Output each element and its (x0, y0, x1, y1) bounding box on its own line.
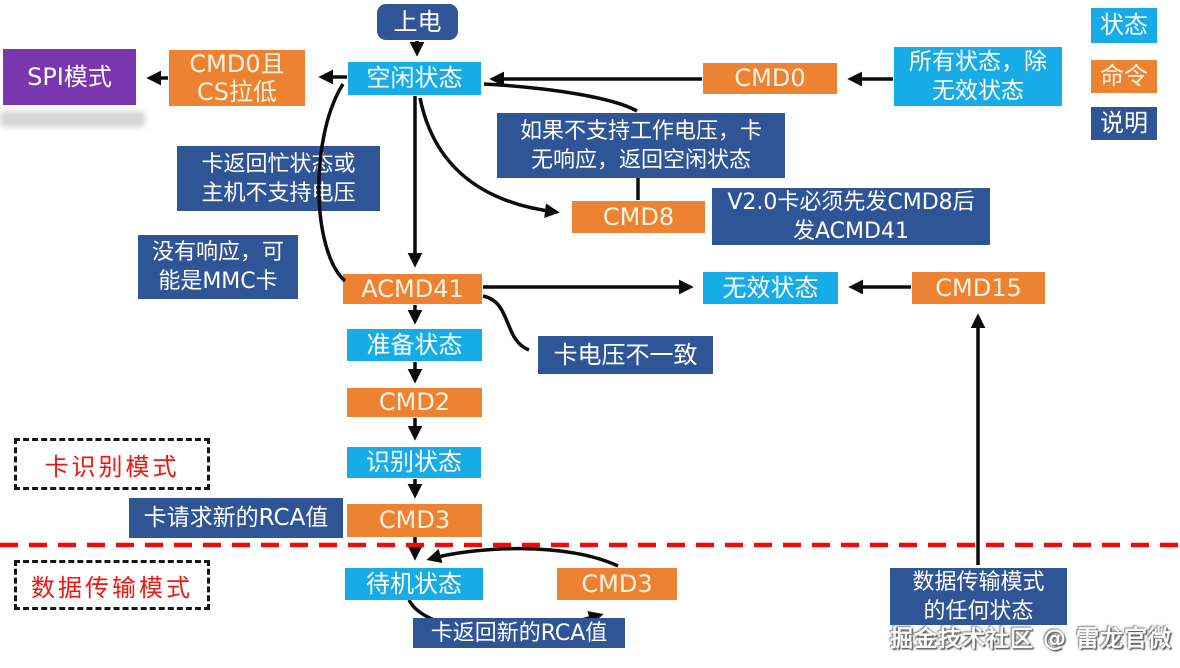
node-identify-state: 识别状态 (347, 447, 481, 478)
note-no-response-mmc: 没有响应，可 能是MMC卡 (138, 235, 298, 299)
node-acmd41: ACMD41 (343, 274, 482, 304)
note-any-data-transfer-state: 数据传输模式 的任何状态 (890, 568, 1067, 625)
note-voltage-unsupported: 如果不支持工作电压，卡 无响应，返回空闲状态 (497, 113, 785, 178)
legend-state-swatch: 状态 (1091, 8, 1157, 43)
node-cmd3-identification: CMD3 (347, 504, 482, 537)
node-power-on: 上电 (377, 4, 458, 40)
curve-cmd3-to-standby (426, 546, 619, 568)
node-invalid-state: 无效状态 (703, 272, 838, 304)
node-standby-state: 待机状态 (345, 568, 483, 600)
legend-command-swatch: 命令 (1091, 60, 1157, 93)
node-cmd8: CMD8 (572, 201, 705, 233)
node-idle-state: 空闲状态 (348, 62, 481, 95)
blurred-watermark-remnant (0, 111, 145, 127)
note-return-new-rca: 卡返回新的RCA值 (413, 618, 625, 648)
mode-label-card-identification: 卡识别模式 (14, 438, 210, 490)
node-all-states-except-invalid: 所有状态，除 无效状态 (894, 47, 1062, 106)
watermark: 掘金技术社区 @ 雷龙官微 (889, 626, 1172, 652)
node-cmd3-data-transfer: CMD3 (557, 568, 677, 600)
note-voltage-mismatch: 卡电压不一致 (538, 336, 713, 374)
mode-label-data-transfer: 数据传输模式 (14, 560, 210, 610)
curve-voltage-note-to-idle (483, 82, 638, 113)
legend-note-swatch: 说明 (1091, 107, 1157, 140)
node-spi-mode: SPI模式 (3, 49, 136, 105)
note-card-busy: 卡返回忙状态或 主机不支持电压 (177, 146, 380, 211)
node-cmd2: CMD2 (347, 388, 482, 417)
node-cmd15: CMD15 (912, 272, 1045, 304)
node-cmd0: CMD0 (703, 63, 837, 94)
note-v2-card-order: V2.0卡必须先发CMD8后 发ACMD41 (712, 188, 990, 245)
node-cmd0-cs-low: CMD0且 CS拉低 (169, 50, 305, 106)
note-request-new-rca: 卡请求新的RCA值 (129, 498, 343, 538)
node-ready-state: 准备状态 (347, 329, 482, 361)
curve-acmd41-to-voltage-mismatch (482, 294, 530, 352)
